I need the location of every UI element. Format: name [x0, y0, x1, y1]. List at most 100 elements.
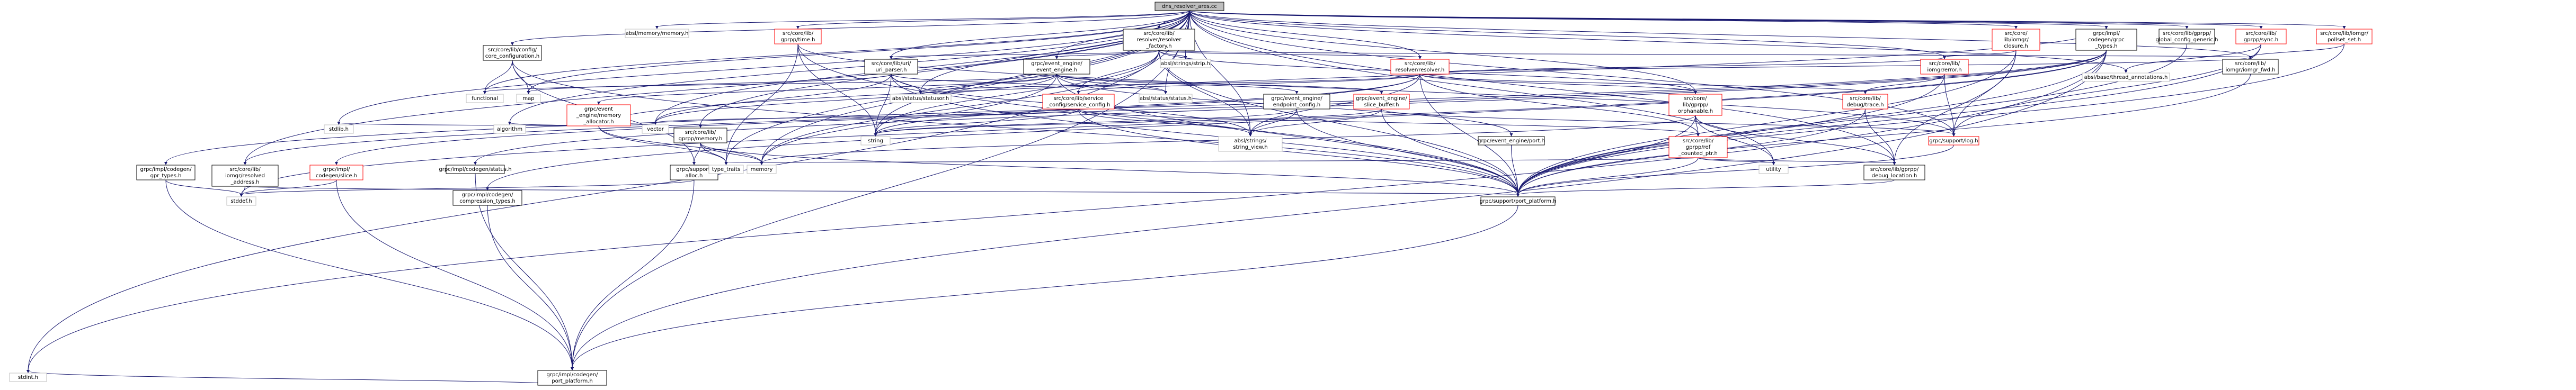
- dependency-edge: [1056, 50, 1159, 58]
- graph-node[interactable]: grpc/impl/codegen/port_platform.h: [537, 370, 607, 386]
- edge-arrowhead: [243, 162, 247, 165]
- graph-node[interactable]: src/core/lib/gprpp/time.h: [774, 29, 822, 44]
- edge-arrowhead: [890, 56, 893, 59]
- edge-arrowhead: [597, 102, 600, 105]
- graph-node[interactable]: grpc/event_engine/slice_buffer.h: [1353, 94, 1410, 110]
- graph-node[interactable]: grpc/impl/codegen/slice.h: [309, 165, 363, 180]
- graph-node[interactable]: src/core/lib/config/core_configuration.h: [483, 45, 542, 61]
- node-label: grpc/support/port_platform.h: [1480, 198, 1557, 204]
- node-label: src/core/lib/gprpp/global_config_generic…: [2156, 31, 2218, 43]
- edge-arrowhead: [1863, 91, 1867, 94]
- dependency-edge: [1381, 108, 1954, 135]
- graph-node[interactable]: src/core/lib/service_config/service_conf…: [1042, 94, 1115, 110]
- graph-node[interactable]: src/core/lib/gprpp/debug_location.h: [1863, 165, 1925, 180]
- graph-node[interactable]: src/core/lib/gprpp/global_config_generic…: [2156, 29, 2218, 44]
- node-label: vector: [647, 126, 664, 132]
- dependency-edge: [1159, 50, 1420, 58]
- dependency-edge: [165, 179, 242, 195]
- graph-node[interactable]: grpc/support/port_platform.h: [1480, 196, 1557, 206]
- node-label: algorithm: [497, 126, 522, 132]
- graph-node[interactable]: src/core/lib/gprpp/memory.h: [673, 128, 727, 143]
- dependency-edge: [1865, 108, 1895, 164]
- graph-node[interactable]: src/core/lib/iomgr/iomgr_fwd.h: [2222, 59, 2279, 75]
- dependency-edge: [797, 10, 1190, 28]
- graph-node[interactable]: src/core/lib/resolver/resolver_factory.h: [1123, 29, 1195, 51]
- graph-node: memory: [747, 165, 777, 174]
- edge-arrowhead: [164, 162, 167, 165]
- dependency-edge: [1419, 74, 1518, 195]
- node-label: src/core/lib/gprpp/orphanable.h: [1678, 96, 1713, 114]
- dependency-edge: [655, 74, 1057, 123]
- graph-node[interactable]: grpc/support/log.h: [1928, 136, 1979, 146]
- dependency-edge: [1189, 10, 1774, 164]
- dependency-edge: [1517, 179, 1895, 195]
- dependency-edge: [1296, 108, 1518, 195]
- graph-node[interactable]: src/core/lib/iomgr/closure.h: [1992, 29, 2040, 51]
- dependency-edge: [1517, 50, 2017, 195]
- graph-node[interactable]: src/core/lib/iomgr/resolved_address.h: [211, 165, 279, 187]
- dependency-edge: [700, 142, 762, 164]
- node-box: [1154, 2, 1224, 11]
- node-label: grpc/event_engine/port.h: [1478, 138, 1545, 144]
- edge-arrowhead: [474, 162, 477, 165]
- node-box: [1842, 94, 1888, 110]
- node-label: map: [522, 96, 534, 102]
- graph-node[interactable]: grpc/impl/codegen/gpr_types.h: [136, 165, 196, 180]
- node-label: functional: [472, 96, 498, 102]
- edge-arrowhead: [2124, 70, 2128, 73]
- node-box: [1992, 29, 2040, 51]
- dependency-edge: [572, 10, 1190, 369]
- node-box: [1123, 29, 1195, 51]
- edge-arrowhead: [1295, 91, 1299, 94]
- dependency-edge: [1189, 10, 2126, 71]
- node-label: src/core/lib/iomgr/iomgr_fwd.h: [2226, 61, 2276, 73]
- dependency-edge: [512, 60, 529, 93]
- graph-node: stdlib.h: [324, 124, 354, 134]
- graph-node[interactable]: grpc/event_engine/port.h: [1478, 136, 1545, 146]
- dependency-edge: [475, 173, 573, 369]
- dependency-edge: [1517, 43, 2344, 195]
- node-label: src/core/lib/iomgr/resolved_address.h: [225, 167, 265, 185]
- graph-node[interactable]: grpc/event_engine/endpoint_config.h: [1263, 94, 1330, 110]
- graph-node[interactable]: src/core/lib/gprpp/sync.h: [2235, 29, 2287, 44]
- node-label: grpc/support/log.h: [1929, 138, 1978, 144]
- graph-node[interactable]: src/core/lib/uri/uri_parser.h: [864, 59, 918, 75]
- graph-node[interactable]: src/core/lib/iomgr/pollset_set.h: [2316, 29, 2373, 44]
- dependency-edge: [875, 108, 1079, 135]
- dependency-edge: [875, 74, 892, 135]
- graph-nodes: dns_resolver_ares.ccabsl/memory/memory.h…: [9, 2, 2373, 386]
- dependency-edge: [165, 179, 573, 369]
- graph-node[interactable]: src/core/lib/resolver/resolver.h: [1390, 59, 1450, 75]
- graph-node[interactable]: grpc/impl/codegen/status.h: [439, 165, 512, 174]
- dependency-edge: [875, 74, 1420, 135]
- dependency-edge: [165, 50, 2107, 164]
- graph-node[interactable]: src/core/lib/gprpp/orphanable.h: [1668, 94, 1722, 116]
- node-label: stdlib.h: [329, 126, 349, 132]
- graph-node: string: [860, 136, 891, 146]
- node-label: absl/strings/strip.h: [1161, 61, 1210, 67]
- dependency-edge: [339, 122, 599, 126]
- node-box: [673, 128, 727, 143]
- node-box: [1920, 59, 1969, 75]
- edge-arrowhead: [26, 370, 30, 373]
- node-box: [1353, 94, 1410, 110]
- node-box: [642, 124, 669, 134]
- graph-node[interactable]: src/core/lib/iomgr/error.h: [1920, 59, 1969, 75]
- dependency-edge: [528, 74, 892, 93]
- graph-node[interactable]: grpc/impl/codegen/grpc_types.h: [2075, 29, 2137, 51]
- graph-node[interactable]: src/core/lib/debug/trace.h: [1842, 94, 1888, 110]
- graph-node[interactable]: grpc/event_engine/event_engine.h: [1023, 59, 1090, 75]
- edge-arrowhead: [2185, 26, 2189, 29]
- graph-node[interactable]: grpc/impl/codegen/compression_types.h: [452, 190, 522, 206]
- graph-node[interactable]: grpc/event_engine/memory_allocator.h: [566, 104, 631, 126]
- dependency-edge: [656, 10, 1190, 28]
- dependency-edge: [1698, 157, 1895, 164]
- node-box: [516, 94, 541, 103]
- graph-node[interactable]: dns_resolver_ares.cc: [1154, 2, 1224, 11]
- dependency-edge: [598, 125, 762, 164]
- graph-node[interactable]: src/core/lib/gprpp/ref_counted_ptr.h: [1668, 136, 1728, 158]
- node-box: [1218, 136, 1283, 152]
- graph-node: utility: [1758, 165, 1789, 174]
- node-label: grpc/impl/codegen/slice.h: [316, 167, 357, 179]
